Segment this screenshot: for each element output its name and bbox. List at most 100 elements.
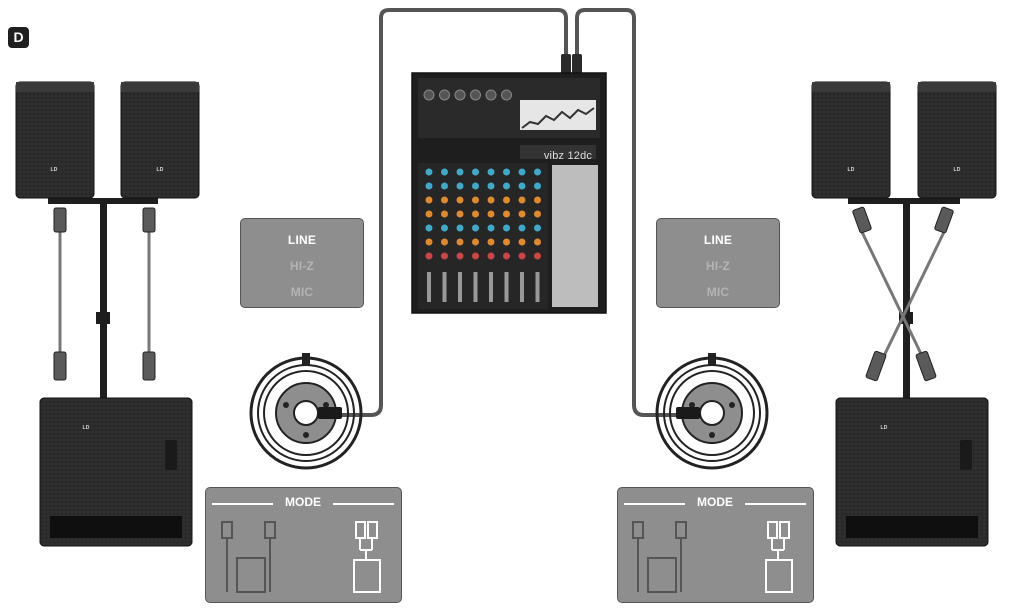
mixer-fader xyxy=(473,272,478,302)
mixer-knob xyxy=(518,252,526,260)
mixer-knob xyxy=(518,196,526,204)
mixer-channel-strip xyxy=(518,168,526,302)
mixer-knob xyxy=(472,210,479,218)
mixer-knob xyxy=(518,168,526,176)
satellite-right-b xyxy=(917,81,997,199)
xlr-combo-jack-icon xyxy=(655,353,769,470)
mixer-knob xyxy=(487,182,495,190)
left-speaker-stack xyxy=(15,81,200,547)
mixer-channel-strip xyxy=(439,89,450,302)
mixer-knob xyxy=(503,238,510,246)
mixer-input-jack xyxy=(439,89,450,101)
mixer-knob xyxy=(487,238,495,246)
left-mode-selector xyxy=(240,218,364,308)
mixer-knob xyxy=(456,252,464,260)
mixer-knob xyxy=(534,210,541,218)
left-input-label: INPUT 1 xyxy=(278,330,326,344)
mixer-knob xyxy=(441,238,448,246)
xlr-combo-jack-icon xyxy=(249,353,363,470)
speakon-connector-icon xyxy=(852,206,954,382)
mixer-knob xyxy=(472,224,479,232)
mixer-knob xyxy=(472,238,479,246)
speaker-logo: LD xyxy=(82,425,90,431)
mixer-knob xyxy=(456,224,464,232)
mixer-knob xyxy=(503,224,510,232)
mixer-knob xyxy=(503,252,510,260)
xlr-cable-left xyxy=(340,8,568,417)
mixer-knob xyxy=(425,210,433,218)
mixer-knob xyxy=(456,196,464,204)
mixer-knob xyxy=(425,238,433,246)
mixer-knob xyxy=(534,238,541,246)
speaker-logo: LD xyxy=(50,167,58,173)
mixer-knob xyxy=(456,168,464,176)
speaker-logo: LD xyxy=(156,167,164,173)
mixer-knob xyxy=(472,168,479,176)
mixer-knob xyxy=(425,168,433,176)
mixer-fader xyxy=(489,272,493,302)
left-mode-line: LINE xyxy=(287,233,317,247)
right-mode-hiz: HI-Z xyxy=(705,259,731,273)
mixer-channel-strip xyxy=(470,89,481,302)
right-mode-line: LINE xyxy=(703,233,733,247)
mixer xyxy=(411,72,607,314)
mixer-fader xyxy=(535,272,540,302)
mixer-model-text: vibz 12dc xyxy=(543,150,593,162)
mixer-knob xyxy=(518,238,526,246)
mixer-knob xyxy=(534,182,541,190)
subwoofer-right xyxy=(835,397,989,547)
satellite-right-a xyxy=(811,81,891,199)
mixer-knob xyxy=(503,182,510,190)
left-mode-hiz: HI-Z xyxy=(289,259,315,273)
mixer-knob xyxy=(534,196,541,204)
right-mode-mic: MIC xyxy=(706,285,730,299)
mixer-knob xyxy=(441,210,448,218)
right-speaker-stack xyxy=(811,81,997,547)
mixer-input-jack xyxy=(423,89,435,101)
satellite-left-b xyxy=(120,81,200,199)
mixer-knob xyxy=(487,224,495,232)
mixer-fader xyxy=(427,272,431,302)
mixer-knob xyxy=(472,252,479,260)
mixer-knob xyxy=(503,196,510,204)
speaker-logo: LD xyxy=(953,167,961,173)
mixer-knob xyxy=(487,210,495,218)
mixer-knob xyxy=(456,238,464,246)
mixer-input-jack xyxy=(501,89,512,101)
mixer-knob xyxy=(503,168,510,176)
mixer-channel-strip xyxy=(501,89,512,302)
mixer-knob xyxy=(441,182,448,190)
mixer-knob xyxy=(534,252,541,260)
mixer-input-jack xyxy=(485,89,497,101)
mixer-knob xyxy=(425,224,433,232)
left-mode-mic: MIC xyxy=(290,285,314,299)
mixer-input-jack xyxy=(470,89,481,101)
left-mode-title: MODE xyxy=(273,495,333,509)
subwoofer-left xyxy=(39,397,193,547)
mixer-knob xyxy=(487,252,495,260)
mixer-knob xyxy=(534,224,541,232)
mixer-channel-strip xyxy=(534,168,541,302)
mixer-knob xyxy=(518,224,526,232)
mixer-input-jack xyxy=(454,89,466,101)
speaker-logo: LD xyxy=(847,167,855,173)
mixer-channel-strip xyxy=(423,89,435,302)
mixer-knob xyxy=(487,168,495,176)
right-mode-selector xyxy=(656,218,780,308)
right-input-label: INPUT 1 xyxy=(694,330,742,344)
mixer-knob xyxy=(472,196,479,204)
mixer-knob xyxy=(456,182,464,190)
mixer-knob xyxy=(503,210,510,218)
mixer-knob xyxy=(518,210,526,218)
mixer-knob xyxy=(472,182,479,190)
mixer-knob xyxy=(518,182,526,190)
speakon-connector-icon xyxy=(53,207,156,381)
mixer-knob xyxy=(441,168,448,176)
mixer-knob xyxy=(425,196,433,204)
mixer-fader xyxy=(520,272,524,302)
mixer-knob xyxy=(456,210,464,218)
mixer-fader xyxy=(442,272,447,302)
mixer-channel-strip xyxy=(454,89,466,302)
